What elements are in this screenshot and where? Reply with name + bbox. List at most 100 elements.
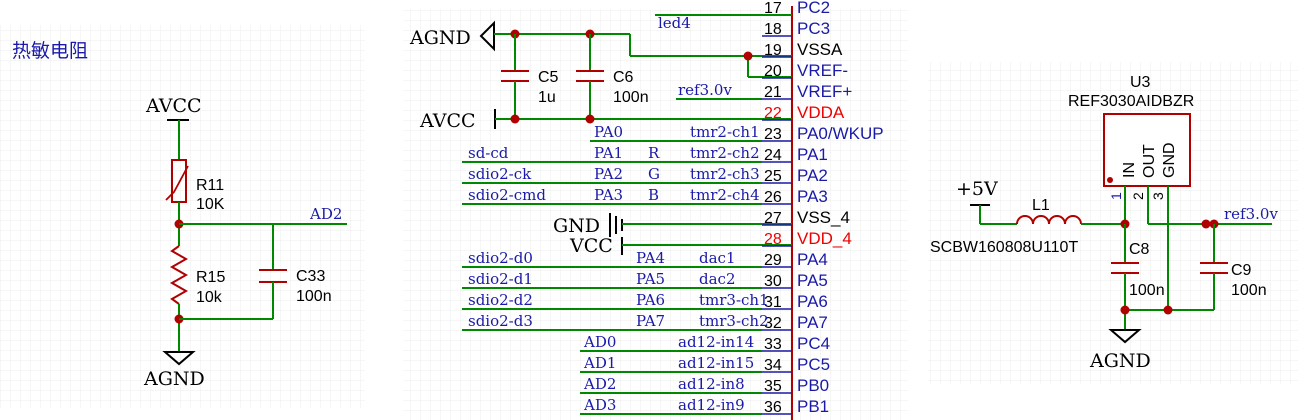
pin-number: 32 — [764, 315, 782, 332]
pin-number: 17 — [764, 0, 782, 17]
c8-ref: C8 — [1129, 241, 1150, 258]
c33-value: 100n — [296, 288, 332, 305]
pin-number: 29 — [764, 252, 782, 269]
pin1-mark — [1107, 177, 1113, 183]
net-label: PA7 — [636, 312, 665, 330]
pin-number: 28 — [764, 231, 782, 248]
pin-number: 20 — [764, 63, 782, 80]
net-label: tmr3-ch1 — [699, 291, 769, 309]
pin-name: PA3 — [797, 187, 828, 206]
pin-name: PB1 — [797, 397, 829, 416]
pin-name: PA7 — [797, 313, 828, 332]
gnd-label: GND — [553, 215, 600, 237]
net-label: tmr2-ch3 — [690, 165, 760, 183]
net-label: led4 — [658, 14, 691, 32]
pin-name: PA6 — [797, 292, 828, 311]
net-label: PA3 — [594, 186, 623, 204]
net-label: tmr2-ch4 — [690, 186, 760, 204]
p5v-label: +5V — [956, 178, 998, 200]
right-agnd-label: AGND — [1089, 350, 1151, 372]
net-label: sdio2-ck — [468, 165, 532, 183]
junction-dot — [1201, 219, 1211, 229]
junction-dot — [585, 114, 595, 124]
c33-ref: C33 — [296, 268, 325, 285]
pin-number: 19 — [764, 42, 782, 59]
junction-dot — [510, 114, 520, 124]
net-label: PA4 — [636, 249, 665, 267]
net-label: R — [648, 144, 660, 162]
r11-ref: R11 — [196, 177, 224, 194]
net-label: sdio2-cmd — [468, 186, 546, 204]
net-label: tmr3-ch2 — [699, 312, 769, 330]
pin-number: 24 — [764, 147, 782, 164]
junction-dot — [1163, 305, 1173, 315]
pin-name: PA4 — [797, 250, 828, 269]
pin-number: 34 — [764, 357, 782, 374]
pin-name: PA5 — [797, 271, 828, 290]
net-label: PA5 — [636, 270, 665, 288]
net-label: PA1 — [594, 144, 623, 162]
net-label: ad12-in14 — [678, 333, 754, 351]
pin-gnd-label: GND — [1161, 142, 1178, 178]
l1-ref: L1 — [1032, 197, 1050, 214]
net-label: ad12-in8 — [678, 375, 745, 393]
pin-number: 27 — [764, 210, 782, 227]
pin-number: 26 — [764, 189, 782, 206]
pin-number: 18 — [764, 21, 782, 38]
net-label-ad2: AD2 — [309, 205, 342, 223]
pin-name: PA0/WKUP — [797, 124, 884, 143]
mcu-panel: AGND C5 1u C6 100n AVCC GND — [403, 0, 908, 420]
agnd-label: AGND — [143, 368, 205, 390]
vcc-label: VCC — [569, 235, 613, 257]
inductor-l1[interactable] — [1016, 215, 1082, 225]
pin-number: 25 — [764, 168, 782, 185]
ground-symbol — [1108, 329, 1142, 344]
pin-name: PA2 — [797, 166, 828, 185]
pin-number: 36 — [764, 399, 782, 416]
net-label: sdio2-d2 — [468, 291, 533, 309]
pin-name: PC3 — [797, 19, 830, 38]
pin-number: 23 — [764, 126, 782, 143]
pin-number: 30 — [764, 273, 782, 290]
net-label: AD3 — [583, 396, 616, 414]
c5-value: 1u — [538, 89, 556, 106]
net-label: PA2 — [594, 165, 623, 183]
pin-number: 35 — [764, 378, 782, 395]
pin-number: 22 — [764, 105, 782, 122]
avcc-label: AVCC — [145, 95, 202, 117]
l1-part: SCBW160808U110T — [930, 239, 1078, 256]
c6-value: 100n — [613, 89, 649, 106]
net-label: PA6 — [636, 291, 665, 309]
c9-ref: C9 — [1231, 262, 1252, 279]
pin-in-label: IN — [1121, 162, 1138, 178]
net-label: ad12-in9 — [678, 396, 745, 414]
c6-ref: C6 — [613, 69, 634, 86]
thermistor-slash — [165, 165, 189, 201]
net-label: sdio2-d1 — [468, 270, 533, 288]
net-label: PA0 — [594, 123, 623, 141]
pin-num-3: 3 — [1150, 192, 1166, 200]
pin-out-label: OUT — [1141, 144, 1158, 178]
pin-name: VREF+ — [797, 82, 852, 101]
pin-number: 31 — [764, 294, 782, 311]
mid-agnd-label: AGND — [409, 27, 471, 49]
pin-name: PC2 — [797, 0, 830, 17]
pin-name: PB0 — [797, 376, 829, 395]
chip-u3[interactable]: IN OUT GND 1 2 3 — [1103, 113, 1191, 310]
pin-number: 21 — [764, 84, 782, 101]
net-label: ref3.0v — [678, 81, 732, 99]
net-label: AD1 — [583, 354, 616, 372]
pin-name: PA1 — [797, 145, 828, 164]
r15-ref: R15 — [196, 269, 225, 286]
u3-part: REF3030AIDBZR — [1068, 93, 1194, 110]
pin-number: 33 — [764, 336, 782, 353]
resistor-r15[interactable] — [169, 245, 189, 305]
net-label: tmr2-ch2 — [690, 144, 760, 162]
c9-value: 100n — [1231, 282, 1267, 299]
net-label: AD0 — [583, 333, 616, 351]
pin-num-1: 1 — [1108, 192, 1124, 200]
junction-dot — [1120, 305, 1130, 315]
